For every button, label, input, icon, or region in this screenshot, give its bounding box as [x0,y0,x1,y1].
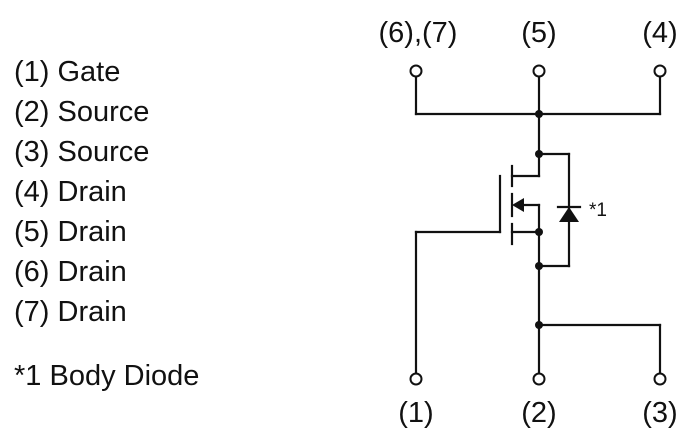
terminal-pin1 [409,372,423,386]
body-diode-note: *1 Body Diode [14,360,200,392]
terminal-pin5 [532,64,546,78]
junction-dot-source [535,228,543,236]
label-pin5: (5) [521,17,556,49]
junction-dot-diode-top [535,150,543,158]
pin-legend-item-7: (7) Drain [14,296,127,328]
pin-legend-item-2: (2) Source [14,96,150,128]
label-pin4: (4) [642,17,677,49]
pin-legend-item-5: (5) Drain [14,216,127,248]
junction-dot-diode-bottom [535,262,543,270]
body-arrow-icon [512,198,524,212]
pin-legend-item-3: (3) Source [14,136,150,168]
label-pin2: (2) [521,397,556,429]
junction-dot-source-bus [535,321,543,329]
terminal-pin2 [532,372,546,386]
terminal-pin4 [653,64,667,78]
pin-legend-item-6: (6) Drain [14,256,127,288]
pin-legend-item-1: (1) Gate [14,56,121,88]
pin-legend: (1) Gate (2) Source (3) Source (4) Drain… [14,52,149,332]
pin-legend-item-4: (4) Drain [14,176,127,208]
label-pin3: (3) [642,397,677,429]
label-pin1: (1) [398,397,433,429]
junction-dot-drain-bus [535,110,543,118]
label-diode-mark: *1 [589,200,607,221]
terminal-pin67 [409,64,423,78]
diode-triangle-icon [559,207,579,222]
label-pin67: (6),(7) [379,17,458,49]
terminal-pin3 [653,372,667,386]
